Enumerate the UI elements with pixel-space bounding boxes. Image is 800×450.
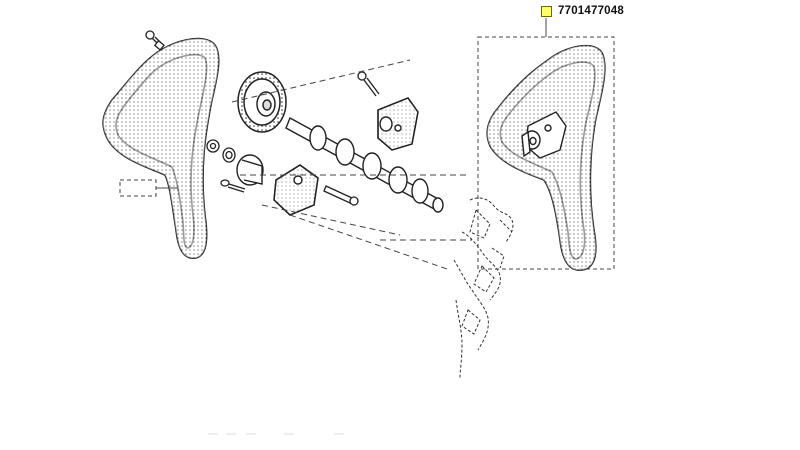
reference-box-left (119, 179, 178, 197)
washer[interactable] (206, 139, 220, 153)
timing-belt-left[interactable] (102, 37, 220, 259)
part-callout[interactable]: 7701477048 (541, 5, 624, 17)
bolt-top-left[interactable] (145, 30, 165, 51)
bolt-tensioner[interactable] (220, 179, 246, 193)
camshaft[interactable] (285, 117, 444, 213)
timing-belt-right[interactable] (486, 44, 606, 271)
highlight-marker (541, 5, 552, 17)
camshaft-sprocket[interactable] (237, 71, 287, 133)
highlight-frame (477, 36, 615, 270)
bolt-top-middle[interactable] (357, 71, 380, 97)
tensioner-pulley[interactable] (236, 154, 264, 186)
assembly-lines (231, 59, 472, 271)
engine-block-outline (453, 197, 514, 379)
nut[interactable] (222, 147, 236, 163)
tensioner-plate-upper[interactable] (377, 97, 419, 151)
part-number-label[interactable]: 7701477048 (558, 5, 624, 17)
tensioner-plate[interactable] (273, 164, 319, 216)
long-bolt[interactable] (323, 185, 359, 206)
tensioner-assembly-right[interactable] (521, 111, 567, 159)
